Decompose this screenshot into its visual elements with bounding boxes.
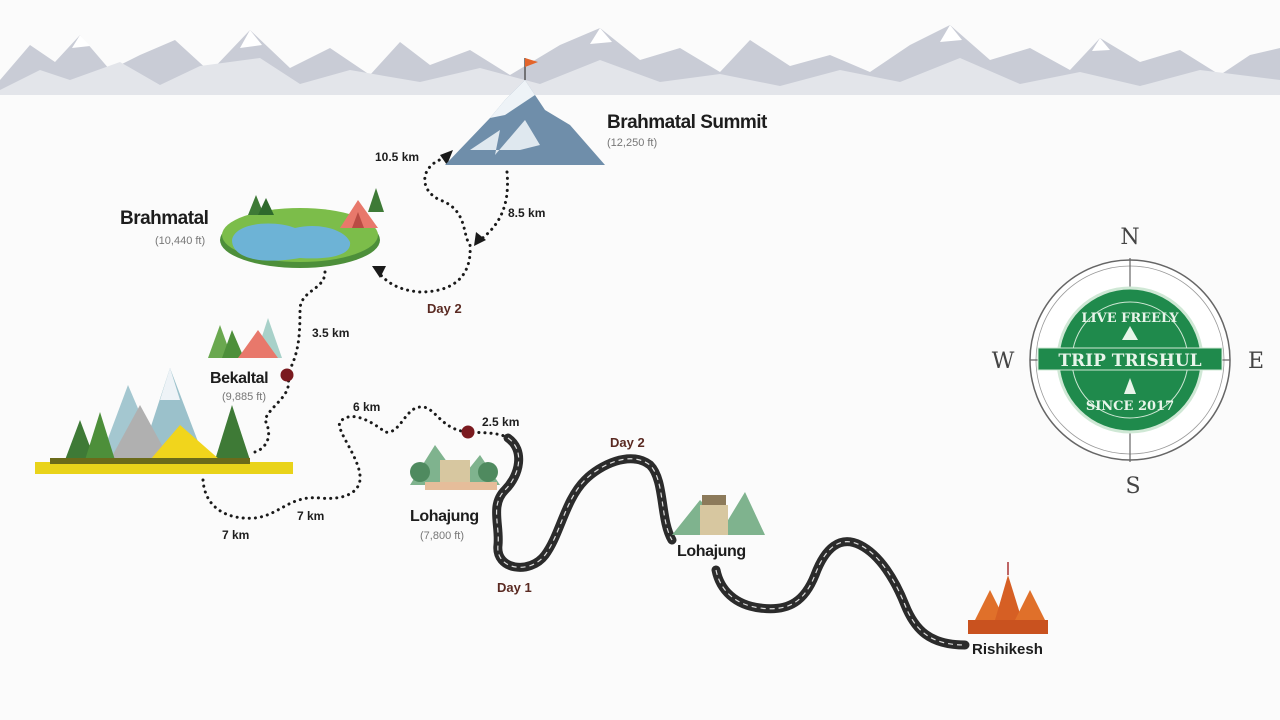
village-icon (410, 445, 500, 490)
summit-name: Brahmatal Summit (607, 112, 768, 133)
brahmatal-altitude: (10,440 ft) (155, 235, 205, 247)
arrow-icon (372, 266, 386, 278)
lohajung-trek-altitude: (7,800 ft) (420, 530, 464, 542)
trail-summit-descent (478, 170, 510, 242)
arrow-icon (440, 150, 453, 165)
trail-summit-ascent (376, 156, 472, 294)
lohajung-trek-name: Lohajung (410, 508, 479, 525)
temple-icon (968, 562, 1048, 634)
trip-trishul-logo: LIVE FREELY TRIP TRISHUL SINCE 2017 (1037, 286, 1223, 434)
distance-label: 2.5 km (482, 415, 519, 429)
rishikesh-name: Rishikesh (972, 641, 1043, 658)
compass-east: E (1248, 349, 1264, 374)
bekaltal-altitude: (9,885 ft) (222, 391, 266, 403)
campfire-icon (1124, 378, 1136, 394)
mountain-range-banner (0, 25, 1280, 95)
village-icon (672, 492, 765, 535)
tent-icon (1122, 326, 1138, 340)
brahmatal-name: Brahmatal (120, 208, 208, 229)
road-route (492, 433, 970, 650)
distance-label: 7 km (297, 509, 324, 523)
distance-label: 10.5 km (375, 150, 419, 164)
summit-altitude: (12,250 ft) (607, 137, 657, 149)
bekaltal-name: Bekaltal (210, 370, 268, 387)
compass-north: N (1120, 225, 1139, 250)
compass: LIVE FREELY TRIP TRISHUL SINCE 2017 N E … (992, 225, 1264, 499)
lohajung-road-name: Lohajung (677, 543, 746, 560)
trail-bekaltal-brahmatal (285, 270, 327, 377)
campsite-icon (35, 368, 293, 474)
snow-peak-with-flag-icon (445, 58, 605, 165)
trek-start-marker (461, 425, 475, 439)
compass-south: S (1125, 474, 1140, 499)
logo-bottom-text: SINCE 2017 (1086, 399, 1174, 414)
day-label: Day 2 (427, 301, 462, 316)
forest-tent-icon (208, 318, 282, 358)
distance-label: 6 km (353, 400, 380, 414)
distance-label: 8.5 km (508, 206, 545, 220)
trail-camp-lohajung (201, 405, 510, 520)
compass-west: W (992, 349, 1015, 374)
distance-label: 7 km (222, 528, 249, 542)
day-label: Day 1 (497, 580, 532, 595)
bekaltal-marker (280, 368, 294, 382)
logo-name-text: TRIP TRISHUL (1058, 351, 1201, 371)
day-label: Day 2 (610, 435, 645, 450)
logo-top-text: LIVE FREELY (1081, 311, 1179, 326)
lake-with-tent-icon (220, 188, 384, 268)
distance-label: 3.5 km (312, 326, 349, 340)
arrow-icon (474, 232, 486, 246)
